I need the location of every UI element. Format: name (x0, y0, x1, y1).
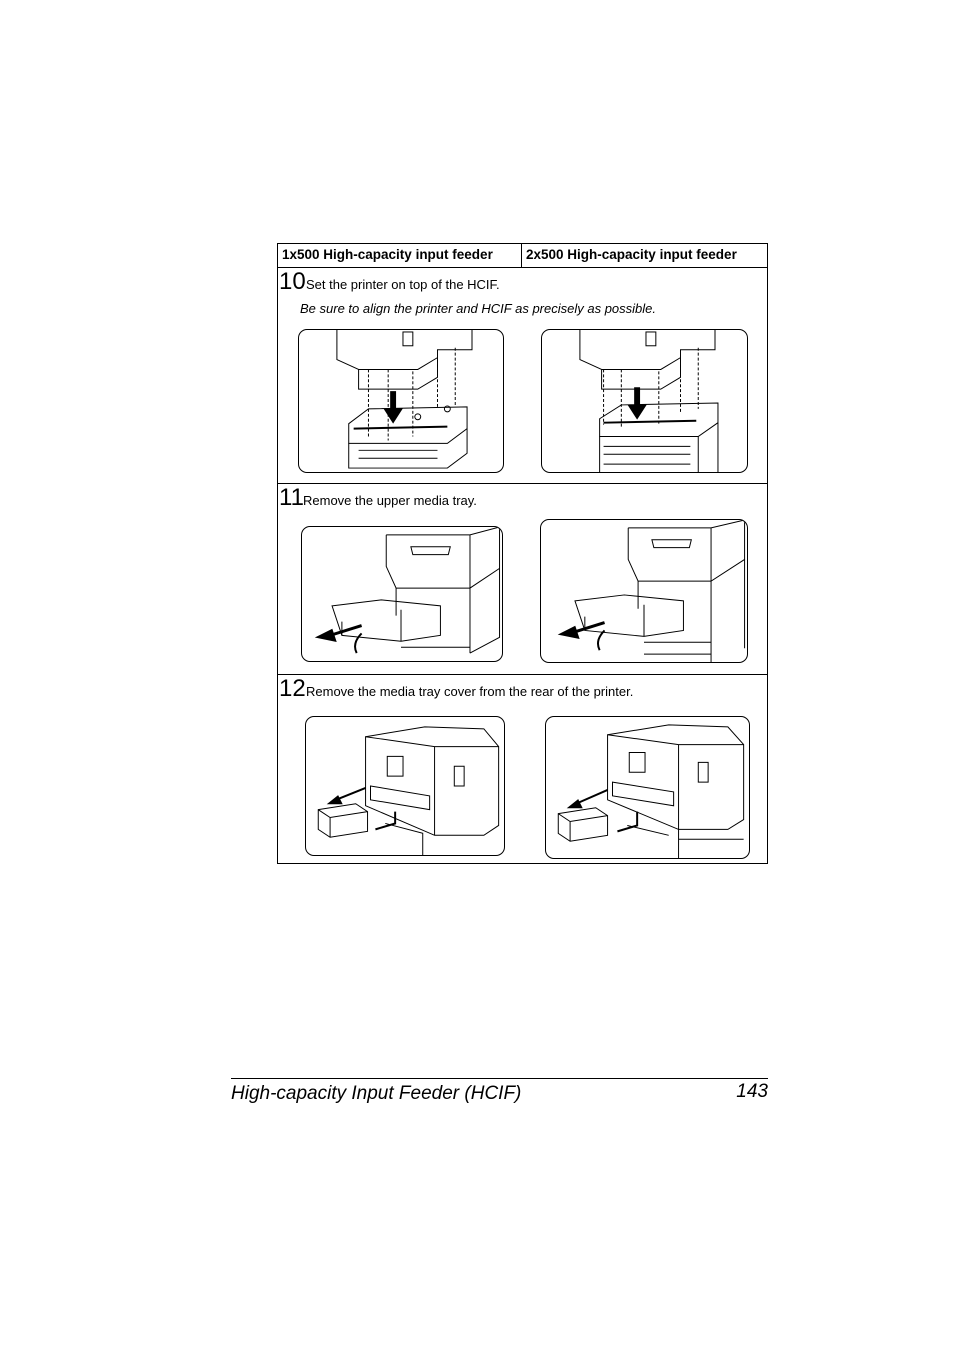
step-text: Remove the upper media tray. (303, 493, 477, 508)
remove-tray-cover-1x500-illustration (305, 716, 505, 856)
instruction-table: 1x500 High-capacity input feeder 2x500 H… (277, 243, 768, 864)
footer-rule (231, 1078, 768, 1079)
step-12-row: 12 Remove the media tray cover from the … (278, 675, 767, 863)
table-header-row: 1x500 High-capacity input feeder 2x500 H… (278, 244, 767, 268)
page-number: 143 (736, 1081, 768, 1102)
printer-on-2x500-hcif-illustration (541, 329, 748, 473)
header-2x500: 2x500 High-capacity input feeder (526, 247, 737, 262)
footer-title: High-capacity Input Feeder (HCIF) (231, 1083, 522, 1104)
printer-on-1x500-hcif-illustration (298, 329, 504, 473)
step-note: Be sure to align the printer and HCIF as… (300, 301, 656, 316)
step-10-row: 10 Set the printer on top of the HCIF. B… (278, 268, 767, 484)
step-11-row: 11 Remove the upper media tray. (278, 484, 767, 675)
step-number: 10 (279, 268, 306, 295)
remove-tray-1x500-illustration (301, 526, 503, 662)
remove-tray-cover-2x500-illustration (545, 716, 750, 859)
step-text: Remove the media tray cover from the rea… (306, 684, 634, 699)
step-number: 12 (279, 675, 306, 702)
step-text: Set the printer on top of the HCIF. (306, 277, 500, 292)
header-1x500: 1x500 High-capacity input feeder (278, 244, 522, 267)
remove-tray-2x500-illustration (540, 519, 748, 663)
step-number: 11 (279, 484, 304, 511)
